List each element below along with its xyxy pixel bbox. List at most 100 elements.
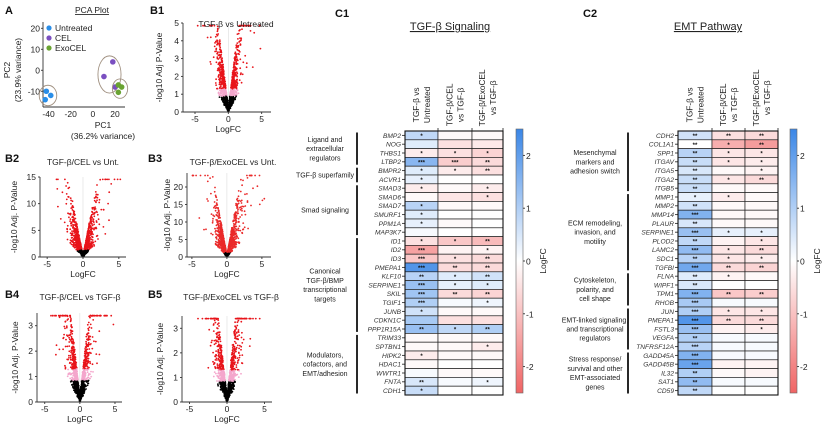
pca-x-label-variance: (36.2% variance) [71,131,135,141]
b2-gene-point [71,230,73,233]
b2-gene-point [72,245,75,247]
b4-gene-point [62,337,65,340]
b3-gene-point [236,203,238,206]
b3-gene-point [243,226,246,229]
b1-y-tick-label: 3 [174,54,179,64]
b4-gene-point [91,336,94,338]
pca-x-tick-label: -20 [65,109,78,119]
b1-x-tick-label: -5 [191,114,199,124]
pca-y-tick-label: 0 [35,65,40,75]
b2-gene-point [92,218,94,221]
b2-x-tick-label: -5 [43,259,51,269]
b1-gene-point [212,56,215,59]
b1-gene-point [237,49,240,52]
b4-gene-point [69,316,72,319]
b1-gene-point [235,95,238,98]
b2-gene-point [87,235,90,238]
b1-gene-point [216,30,219,33]
b1-gene-point [216,28,219,31]
b4-gene-point [70,337,73,340]
b1-gene-point [234,96,237,99]
b4-gene-point [98,353,101,356]
b1-x-label: LogFC [216,124,242,134]
b4-gene-point [86,323,89,326]
b3-gene-point [237,237,240,240]
c2-title: EMT Pathway [674,21,743,33]
b3-gene-point [231,228,234,231]
b3-gene-point [206,198,209,200]
b2-gene-point [69,232,72,235]
b3-gene-point [210,232,213,235]
b1-gene-point [231,75,234,78]
pca-y-label-variance: (23.9% variance) [13,38,23,102]
b1-gene-point [228,103,231,106]
b3-gene-point [218,230,221,233]
b1-gene-point [219,46,222,49]
b3-gene-point [243,210,246,213]
b2-gene-point [66,224,69,227]
b2-x-tick-label: 5 [116,259,121,269]
b3-gene-point [236,207,238,209]
b2-gene-point [69,242,72,244]
b1-gene-point [217,67,219,70]
b3-gene-point [239,229,242,232]
b3-gene-point [217,225,220,227]
b1-gene-point [232,69,235,72]
b1-y-tick-label: 0 [174,107,179,117]
b1-gene-point [223,96,226,99]
legend-label-cel: CEL [55,33,72,43]
b4-gene-point [68,357,70,359]
b4-gene-point [106,314,108,317]
b2-gene-point [87,232,90,235]
b2-gene-point [74,237,76,240]
b3-gene-point [239,216,242,218]
b4-gene-point [88,366,90,369]
b4-gene-point [96,314,99,317]
b1-gene-point [239,37,241,39]
b2-gene-point [66,181,69,184]
b3-gene-point [246,177,249,179]
b1-gene-point [216,87,218,90]
b1-gene-point [224,98,227,101]
b4-gene-point [85,333,88,336]
b3-gene-point [240,207,243,210]
b2-gene-point [91,235,93,238]
b2-x-tick-label: 0 [81,259,86,269]
b1-gene-point [219,55,222,57]
b1-gene-point [237,92,240,95]
b3-gene-point [231,246,234,249]
b1-gene-point [233,63,236,66]
b4-gene-point [64,367,67,370]
b3-gene-point [241,205,244,208]
b4-gene-point [85,364,87,367]
b2-gene-point [96,199,98,202]
b3-gene-point [218,214,220,216]
b1-gene-point [214,35,217,38]
b1-gene-point [220,92,223,95]
b3-gene-point [215,196,218,199]
b1-gene-point [218,93,221,96]
pca-point-cel [110,59,116,65]
b2-gene-point [73,246,76,249]
b3-gene-point [214,242,217,245]
b2-gene-point [74,243,77,246]
b4-gene-point [70,362,72,364]
b1-gene-point [238,53,241,56]
b3-gene-point [217,210,220,213]
b4-gene-point [85,335,88,338]
b4-gene-point [96,362,98,365]
b3-gene-point [199,174,202,177]
b2-gene-point [90,231,93,234]
b3-gene-point [220,241,223,244]
b2-gene-point [85,251,88,253]
b2-gene-point [72,241,75,244]
b3-gene-point [239,190,242,193]
b3-gene-point [235,241,238,244]
b1-gene-point [240,72,242,74]
b3-gene-point [238,225,241,228]
b1-gene-point [232,71,235,74]
b1-gene-point [223,88,226,91]
b3-gene-point [233,244,236,247]
panel-label-b3: B3 [148,153,162,165]
b3-gene-point [237,190,240,192]
